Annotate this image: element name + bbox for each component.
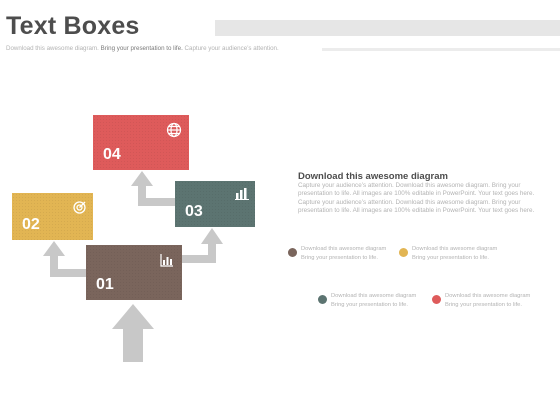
description-body: Capture your audience’s attention. Downl… [298,182,535,215]
step-box-02: 02 [12,193,93,240]
legend-line-2: Bring your presentation to life. [412,254,490,261]
legend-dot-03 [318,295,327,304]
description-title: Download this awesome diagram [298,171,448,182]
legend-dot-02 [399,248,408,257]
legend-dot-04 [432,295,441,304]
legend-line-1: Download this awesome diagram [301,246,387,252]
subtitle-part-3: Capture your audience’s attention. [184,45,279,52]
legend-line-1: Download this awesome diagram [445,293,531,299]
legend-line-2: Bring your presentation to life. [301,254,379,261]
arrow-01-to-02 [43,241,86,277]
step-number-01: 01 [96,276,114,293]
page-subtitle: Download this awesome diagram. Bring you… [6,45,279,52]
legend-text-04: Download this awesome diagram Bring your… [445,292,555,309]
page-title: Text Boxes [6,12,140,40]
subtitle-part-2: Bring your presentation to life. [100,45,183,52]
legend-line-2: Bring your presentation to life. [445,301,523,308]
legend-text-01: Download this awesome diagram Bring your… [301,245,411,262]
subtitle-divider [322,48,560,51]
legend-text-03: Download this awesome diagram Bring your… [331,292,441,309]
step-box-03: 03 [175,181,255,227]
legend-line-1: Download this awesome diagram [412,246,498,252]
legend-line-1: Download this awesome diagram [331,293,417,299]
step-number-04: 04 [103,146,121,163]
legend-text-02: Download this awesome diagram Bring your… [412,245,522,262]
step-number-02: 02 [22,216,40,233]
legend-dot-01 [288,248,297,257]
step-number-03: 03 [185,203,203,220]
arrow-03-to-04 [131,171,175,206]
legend-line-2: Bring your presentation to life. [331,301,409,308]
step-box-01: 01 [86,245,182,300]
entry-arrow [112,304,154,362]
globe-icon [166,122,182,143]
column-chart-icon [235,187,249,205]
step-box-04: 04 [93,115,189,170]
title-bar-decoration [215,20,560,36]
target-icon [73,201,86,219]
bar-chart-icon [160,254,173,272]
subtitle-part-1: Download this awesome diagram. [6,45,99,52]
arrow-01-to-03 [182,228,223,263]
